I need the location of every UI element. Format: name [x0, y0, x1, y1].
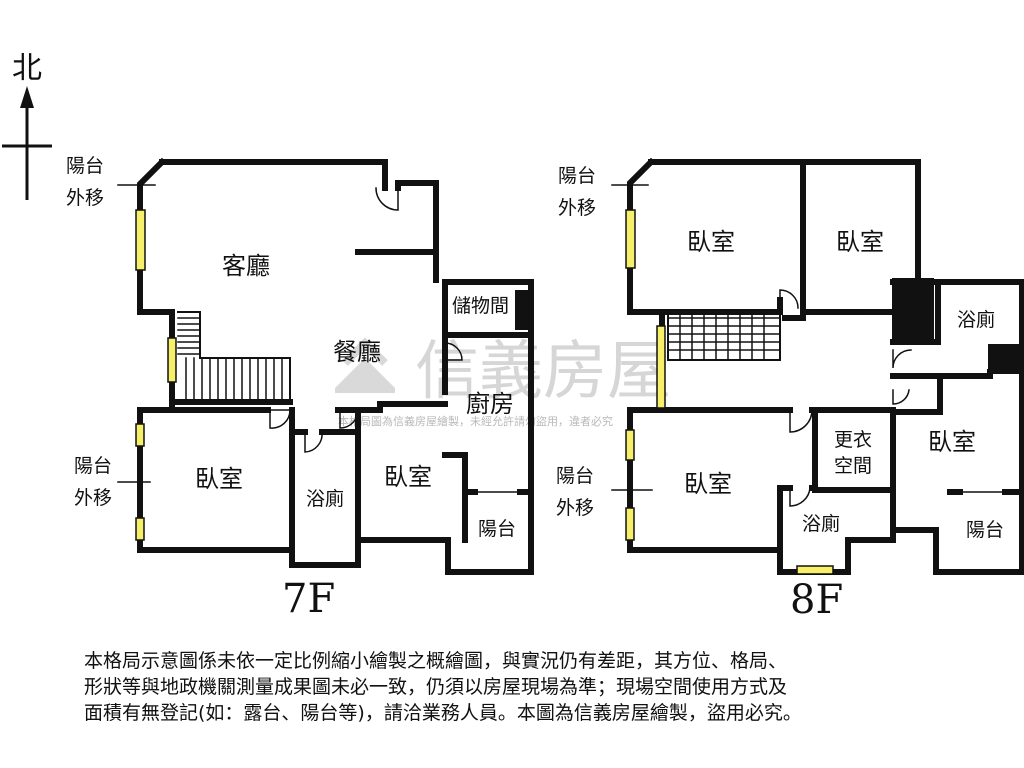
- watermark: 信義房屋 本格局圖為信義房屋繪製，未經允許請勿盜用，違者必究: [335, 335, 671, 428]
- 8f-balcony-move-bottom-line1: 陽台: [556, 465, 594, 487]
- 8f-dressing-room-line2: 空間: [834, 455, 872, 477]
- brand-logo-icon: [335, 337, 395, 393]
- 7f-bedroom-left-label: 臥室: [195, 465, 243, 493]
- 8f-balcony-label: 陽台: [966, 519, 1004, 541]
- floor-7f-plan: [117, 157, 534, 575]
- 7f-dining-room-label: 餐廳: [333, 338, 381, 366]
- watermark-brand: 信義房屋: [415, 335, 671, 409]
- 8f-dressing-room-line1: 更衣: [834, 429, 872, 451]
- 7f-living-room-label: 客廳: [222, 252, 270, 280]
- 8f-bedroom-top-right-label: 臥室: [836, 228, 884, 256]
- watermark-note: 本格局圖為信義房屋繪製，未經允許請勿盜用，違者必究: [338, 414, 613, 428]
- door-swing-icons: [269, 187, 521, 493]
- 7f-storage-label: 儲物間: [452, 295, 509, 317]
- window-icons-8f: [625, 209, 834, 575]
- floor-8f-plan: [611, 157, 1024, 575]
- 8f-balcony-move-top-line1: 陽台: [558, 165, 596, 187]
- 8f-bathroom-bottom-label: 浴廁: [802, 512, 840, 535]
- 7f-bedroom-right-label: 臥室: [384, 463, 432, 491]
- 8f-bedroom-top-left-label: 臥室: [687, 228, 735, 256]
- 7f-bathroom-label: 浴廁: [306, 487, 344, 510]
- 7f-balcony-move-top-line1: 陽台: [66, 155, 104, 177]
- 8f-floor-label: 8F: [790, 577, 843, 623]
- disclaimer-text: 本格局示意圖係未依一定比例縮小繪製之概繪圖，與實況仍有差距，其方位、格局、 形狀…: [84, 648, 944, 726]
- disclaimer-line-1: 本格局示意圖係未依一定比例縮小繪製之概繪圖，與實況仍有差距，其方位、格局、: [84, 650, 788, 672]
- disclaimer-line-2: 形狀等與地政機關測量成果圖未必一致，仍須以房屋現場為準；現場空間使用方式及: [84, 676, 788, 698]
- 8f-balcony-move-bottom-line2: 外移: [556, 497, 594, 519]
- 7f-kitchen-label: 廚房: [466, 390, 514, 418]
- window-icons: [135, 209, 177, 541]
- 8f-bedroom-right-label: 臥室: [928, 428, 976, 456]
- 7f-floor-label: 7F: [282, 576, 335, 622]
- 7f-balcony-move-bottom-line1: 陽台: [74, 455, 112, 477]
- 8f-balcony-move-top-line2: 外移: [558, 197, 596, 219]
- compass-north-label: 北: [12, 51, 42, 86]
- floor-7f-labels: 陽台 外移 陽台 外移 客廳 餐廳 儲物間 廚房 臥室 浴廁 臥室 陽台 7F: [66, 155, 516, 622]
- 7f-balcony-move-bottom-line2: 外移: [74, 487, 112, 509]
- disclaimer-line-3: 面積有無登記(如：露台、陽台等)，請洽業務人員。本圖為信義房屋繪製，盜用必究。: [84, 702, 802, 724]
- 7f-balcony-label: 陽台: [478, 518, 516, 540]
- 7f-balcony-move-top-line2: 外移: [66, 187, 104, 209]
- north-compass: 北: [2, 51, 52, 200]
- 8f-bathroom-right-label: 浴廁: [957, 308, 995, 331]
- floor-8f-labels: 陽台 外移 陽台 外移 臥室 臥室 浴廁 臥室 更衣 空間 臥室 浴廁 陽台 8…: [556, 165, 1004, 623]
- door-swing-icons-8f: [779, 289, 1006, 507]
- 8f-bedroom-bottom-left-label: 臥室: [684, 470, 732, 498]
